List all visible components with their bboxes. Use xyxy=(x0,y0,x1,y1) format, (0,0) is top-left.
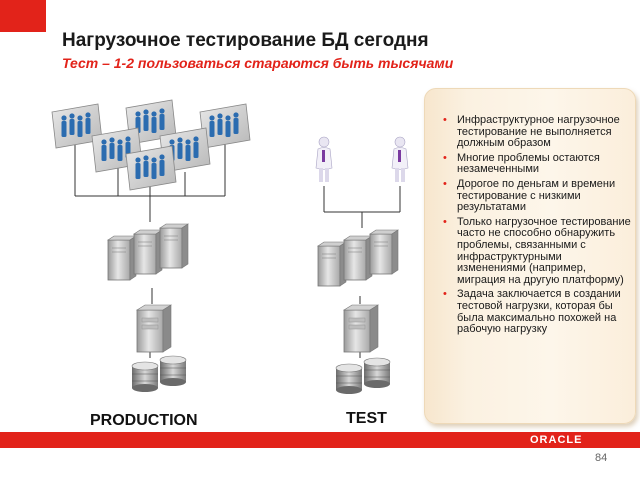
page-number: 84 xyxy=(595,452,608,464)
note-item: Только нагрузочное тестирование часто не… xyxy=(439,216,633,287)
user-group-icon xyxy=(125,145,177,191)
app-server-icon xyxy=(317,241,347,287)
note-item: Задача заключается в создании тестовой н… xyxy=(439,288,633,335)
test-app-servers xyxy=(317,229,399,287)
app-server-icon xyxy=(107,235,137,281)
corner-accent xyxy=(0,0,46,32)
oracle-logo: ORACLE xyxy=(530,434,583,446)
app-server-icon xyxy=(133,229,163,275)
database-disk-icon xyxy=(363,357,391,389)
app-server-icon xyxy=(369,229,399,275)
notes-panel: Инфраструктурное нагрузочное тестировани… xyxy=(424,88,636,424)
test-label: TEST xyxy=(346,410,387,427)
production-database xyxy=(131,304,187,393)
app-server-icon xyxy=(159,223,189,269)
note-item: Многие проблемы остаются незамеченными xyxy=(439,152,633,176)
database-disk-icon xyxy=(131,361,159,393)
database-disk-icon xyxy=(159,355,187,387)
production-user-groups xyxy=(51,99,251,191)
slide-subtitle: Тест – 1-2 пользоваться стараются быть т… xyxy=(62,55,454,71)
notes-list: Инфраструктурное нагрузочное тестировани… xyxy=(439,114,633,339)
architecture-diagram: PRODUCTION TEST xyxy=(51,99,409,429)
db-server-icon xyxy=(343,304,379,353)
user-icon xyxy=(391,136,409,183)
test-users xyxy=(315,136,409,183)
production-connectors xyxy=(74,140,226,358)
database-disk-icon xyxy=(335,363,363,395)
slide-title: Нагрузочное тестирование БД сегодня xyxy=(62,30,429,51)
production-label: PRODUCTION xyxy=(90,412,198,429)
note-item: Инфраструктурное нагрузочное тестировани… xyxy=(439,114,633,150)
user-icon xyxy=(315,136,333,183)
note-item: Дорогое по деньгам и времени тестировани… xyxy=(439,178,633,214)
test-connectors xyxy=(323,186,401,358)
test-database xyxy=(335,304,391,395)
footer-bar xyxy=(0,432,640,448)
production-app-servers xyxy=(107,223,189,281)
app-server-icon xyxy=(343,235,373,281)
db-server-icon xyxy=(136,304,172,353)
